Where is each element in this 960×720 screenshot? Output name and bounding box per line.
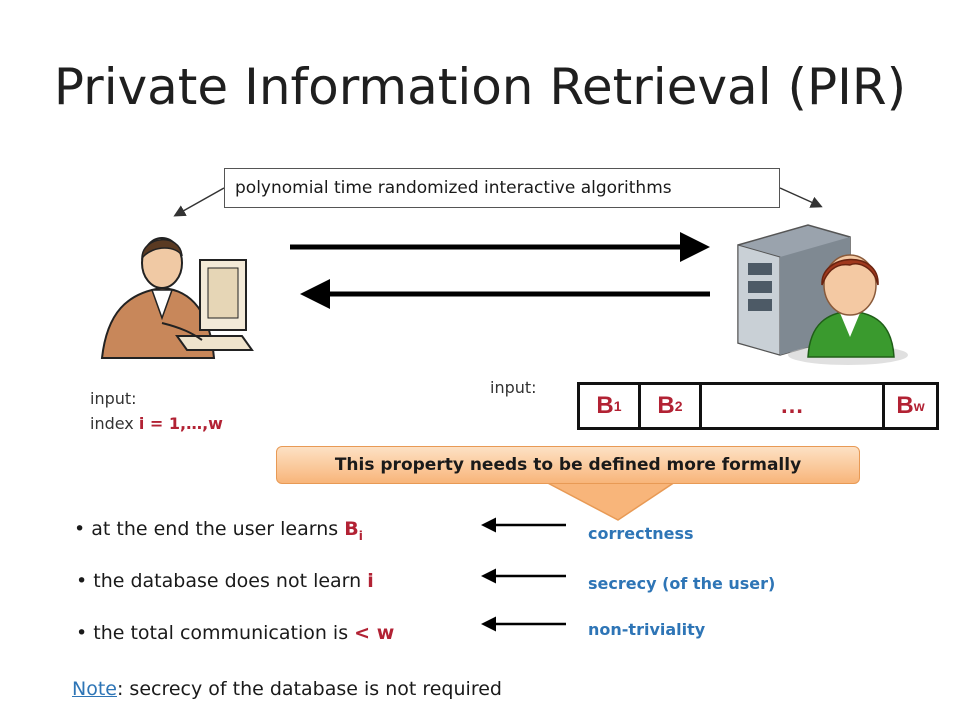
database-input-label: input: [490, 378, 537, 397]
user-index-prefix: index [90, 414, 139, 433]
bullet-correctness: • at the end the user learns Bi [74, 518, 363, 543]
callout-box: This property needs to be defined more f… [276, 446, 860, 484]
database-server-icon [737, 224, 908, 365]
slide-title: Private Information Retrieval (PIR) [53, 58, 907, 116]
user-at-computer-icon [100, 237, 254, 359]
note-label: Note [72, 678, 117, 700]
property-label-secrecy: secrecy (of the user) [588, 574, 776, 593]
callout-pointer [541, 479, 680, 521]
property-label-correctness: correctness [588, 524, 694, 543]
connector-to-server [779, 187, 823, 208]
bullet-highlight: < w [354, 622, 395, 644]
bullet-highlight: i [367, 570, 374, 592]
note-line: Note: secrecy of the database is not req… [72, 678, 502, 700]
algorithm-box: polynomial time randomized interactive a… [224, 168, 780, 208]
user-input-label: input: [90, 389, 137, 408]
user-index-line: index i = 1,…,w [90, 414, 223, 433]
database-cell-ellipsis: … [702, 385, 885, 427]
note-text: : secrecy of the database is not require… [116, 678, 502, 700]
bullet-text: at the end the user learns [91, 518, 345, 540]
bullet-highlight-sub: i [358, 528, 363, 543]
bullet-text: the total communication is [93, 622, 355, 644]
property-label-non-triviality: non-triviality [588, 620, 706, 639]
user-index-value: i = 1,…,w [138, 414, 223, 433]
bullet-text: the database does not learn [93, 570, 368, 592]
bullet-secrecy: • the database does not learn i [76, 570, 374, 592]
connector-to-user [173, 187, 225, 217]
bullet-non-triviality: • the total communication is < w [76, 622, 395, 644]
bullet-highlight: B [344, 518, 359, 540]
